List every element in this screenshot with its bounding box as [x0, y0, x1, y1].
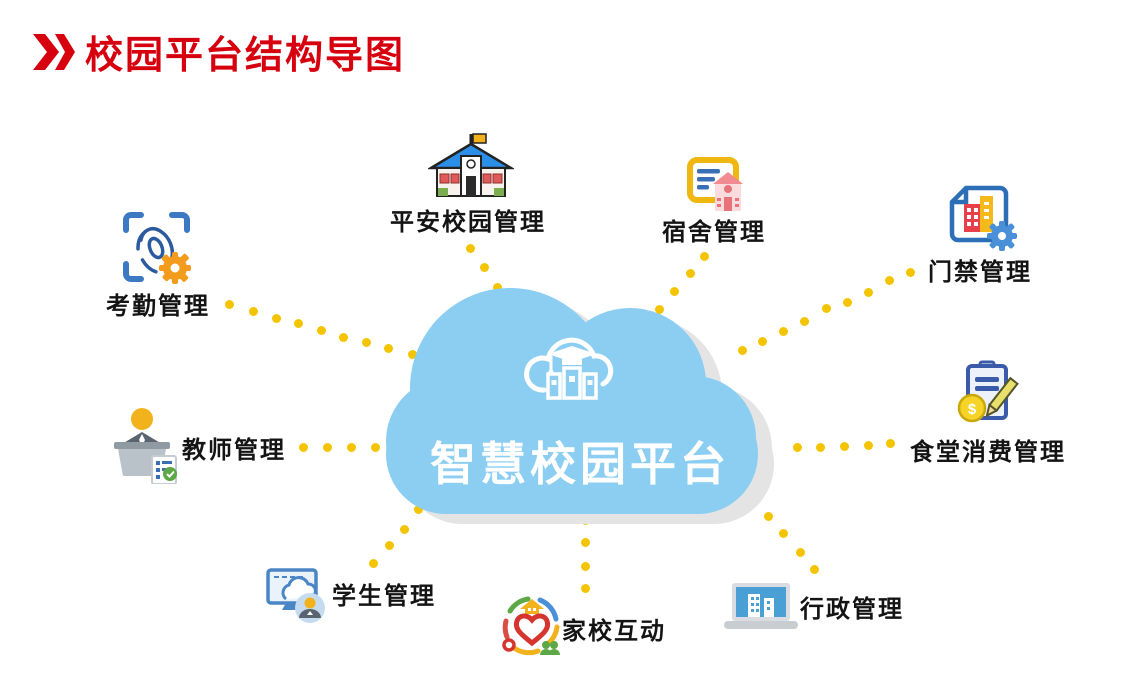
- connector-dot: [271, 313, 281, 323]
- connector-dot: [384, 540, 394, 550]
- connector-dot: [737, 345, 747, 355]
- connector-dot: [799, 316, 809, 326]
- module-student: 学生管理: [266, 566, 434, 631]
- heart-house-circle-icon: [502, 596, 560, 656]
- module-label-teacher: 教师管理: [182, 437, 286, 464]
- gear-icon: [987, 221, 1017, 251]
- connector-dot: [815, 442, 825, 452]
- connector-dot: [293, 318, 303, 328]
- connector-dot: [224, 299, 234, 309]
- module-administration: 行政管理: [724, 581, 902, 636]
- connector-dot: [413, 504, 423, 514]
- teacher-podium-icon: [114, 408, 177, 485]
- connector-dot: [368, 558, 378, 568]
- connector-dot: [863, 287, 873, 297]
- document-gear-icon: [949, 185, 1017, 251]
- house-icon: [520, 599, 544, 614]
- page-header: 校园平台结构导图: [33, 24, 405, 79]
- checklist-icon: [151, 455, 177, 485]
- connector-dot: [361, 337, 371, 347]
- connector-dot: [338, 332, 348, 342]
- connector-dot: [479, 262, 489, 272]
- connector-dot: [809, 564, 819, 574]
- monitor-avatar-icon: [266, 568, 325, 623]
- module-canteen: $ 食堂消费管理: [910, 360, 1064, 466]
- module-safe-campus: 平安校园管理: [390, 132, 544, 236]
- small-circle: [502, 638, 516, 652]
- connector-dot: [884, 275, 894, 285]
- connector-dot: [492, 282, 502, 292]
- connector-dot: [795, 547, 805, 557]
- connector-dot: [465, 243, 475, 253]
- dollar-coin-icon: $: [957, 393, 987, 423]
- connector-dot: [383, 343, 393, 353]
- connector-dot: [322, 442, 332, 452]
- module-label-administration: 行政管理: [800, 596, 904, 623]
- module-label-attendance: 考勤管理: [106, 293, 210, 320]
- smart-campus-cloud-icon: [524, 337, 614, 400]
- connector-dot: [298, 442, 308, 452]
- connector-dot: [821, 303, 831, 313]
- module-dormitory: 宿舍管理: [662, 156, 764, 246]
- card-house-icon: [687, 157, 743, 211]
- fingerprint-gear-icon: [123, 212, 191, 284]
- connector-dot: [842, 297, 852, 307]
- module-label-safe-campus: 平安校园管理: [390, 209, 546, 236]
- connector-dot: [778, 528, 788, 538]
- connector-dot: [885, 438, 895, 448]
- module-teacher: 教师管理: [114, 406, 284, 489]
- module-label-dormitory: 宿舍管理: [662, 219, 766, 246]
- connector-dot: [370, 442, 380, 452]
- module-label-home-school: 家校互动: [562, 618, 666, 645]
- connector-dot: [580, 561, 590, 571]
- module-label-canteen: 食堂消费管理: [910, 439, 1066, 466]
- svg-text:$: $: [968, 401, 977, 418]
- connector-dot: [669, 286, 679, 296]
- receipt-coin-pencil-icon: $: [957, 360, 1019, 423]
- connector-dot: [248, 306, 258, 316]
- connector-dot: [757, 336, 767, 346]
- central-platform-label: 智慧校园平台: [430, 438, 730, 490]
- laptop-buildings-icon: [724, 583, 798, 629]
- connector-dot: [407, 349, 417, 359]
- connector-dot: [905, 267, 915, 277]
- connector-dot: [654, 304, 664, 314]
- connector-dot: [580, 537, 590, 547]
- connector-dot: [699, 251, 709, 261]
- heart-icon: [513, 613, 551, 647]
- connector-dot: [792, 442, 802, 452]
- module-home-school: 家校互动: [500, 593, 664, 664]
- module-access-control: 门禁管理: [928, 184, 1030, 286]
- pencil-icon: [985, 376, 1019, 418]
- school-building-icon: [426, 133, 516, 197]
- people-icon: [540, 641, 560, 655]
- module-label-student: 学生管理: [332, 583, 436, 610]
- connector-dot: [316, 325, 326, 335]
- house-icon: [713, 172, 743, 211]
- module-attendance: 考勤管理: [106, 210, 208, 320]
- avatar: [295, 593, 325, 623]
- connector-dot: [580, 583, 590, 593]
- double-chevron-icon: [33, 33, 75, 70]
- connector-dot: [778, 326, 788, 336]
- connector-dot: [346, 442, 356, 452]
- connector-dot: [763, 511, 773, 521]
- connector-dot: [863, 440, 873, 450]
- connector-dot: [685, 268, 695, 278]
- gear-icon: [159, 252, 191, 284]
- module-label-access-control: 门禁管理: [928, 259, 1032, 286]
- page-title: 校园平台结构导图: [85, 35, 406, 77]
- connector-dot: [399, 524, 409, 534]
- connector-dot: [839, 441, 849, 451]
